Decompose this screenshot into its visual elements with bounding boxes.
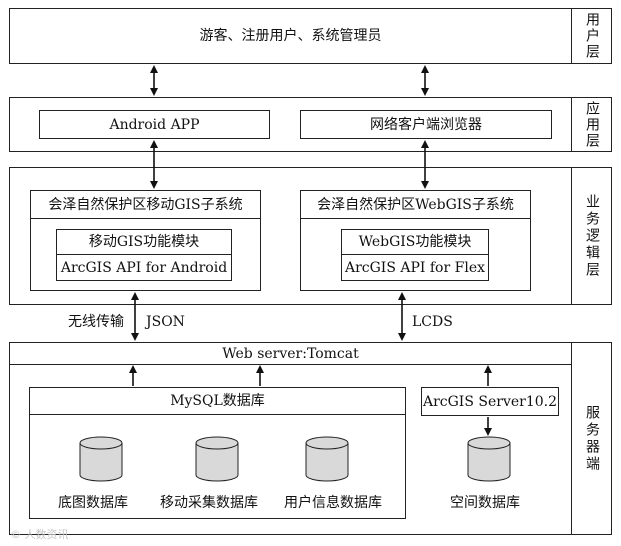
- server-layer-label-text: 服务器端: [583, 404, 600, 473]
- business-layer-label-text: 业务逻辑层: [583, 193, 600, 279]
- browser-box: 网络客户端浏览器: [300, 110, 552, 139]
- user-info-db-label: 用户信息数据库: [284, 495, 382, 511]
- mobile-subsystem-title: 会泽自然保护区移动GIS子系统: [31, 191, 260, 219]
- user-layer-box: 游客、注册用户、系统管理员 用户层: [9, 8, 612, 64]
- mobile-api-label: ArcGIS API for Android: [60, 259, 228, 276]
- web-subsystem-title: 会泽自然保护区WebGIS子系统: [301, 191, 530, 219]
- mobile-collection-db-label: 移动采集数据库: [160, 495, 258, 511]
- mobile-module-box: 移动GIS功能模块 ArcGIS API for Android: [56, 229, 232, 281]
- android-app-label: Android APP: [109, 116, 200, 133]
- database-icon: [467, 436, 511, 482]
- wireless-label: 无线传输: [68, 314, 124, 330]
- web-module-label: WebGIS功能模块: [342, 230, 488, 255]
- user-roles-text: 游客、注册用户、系统管理员: [199, 28, 382, 44]
- web-api-label: ArcGIS API for Flex: [344, 259, 486, 276]
- mobile-module-label: 移动GIS功能模块: [57, 230, 231, 255]
- spatial-db-label: 空间数据库: [450, 495, 520, 511]
- user-layer-label-text: 用户层: [583, 12, 600, 60]
- server-layer-label: 服务器端: [571, 343, 611, 534]
- android-app-box: Android APP: [39, 110, 270, 139]
- arcgis-server-label: ArcGIS Server10.2: [422, 393, 558, 410]
- database-icon: [195, 436, 239, 482]
- json-label: JSON: [146, 314, 185, 330]
- web-module-box: WebGIS功能模块 ArcGIS API for Flex: [341, 229, 489, 281]
- business-layer-label: 业务逻辑层: [571, 168, 611, 304]
- web-subsystem-box: 会泽自然保护区WebGIS子系统 WebGIS功能模块 ArcGIS API f…: [300, 190, 531, 291]
- database-icon: [79, 436, 123, 482]
- database-icon: [305, 436, 349, 482]
- lcds-label: LCDS: [412, 314, 453, 330]
- arcgis-server-box: ArcGIS Server10.2: [421, 387, 559, 416]
- application-layer-label-text: 应用层: [583, 100, 600, 149]
- mobile-subsystem-box: 会泽自然保护区移动GIS子系统 移动GIS功能模块 ArcGIS API for…: [30, 190, 261, 291]
- application-layer-label: 应用层: [571, 98, 611, 151]
- web-server-label: Web server:Tomcat: [10, 343, 571, 365]
- user-layer-label: 用户层: [571, 9, 611, 63]
- mysql-label: MySQL数据库: [30, 388, 405, 415]
- watermark: © 人数资讯: [10, 528, 69, 541]
- browser-label: 网络客户端浏览器: [370, 116, 482, 133]
- basemap-db-label: 底图数据库: [58, 495, 128, 511]
